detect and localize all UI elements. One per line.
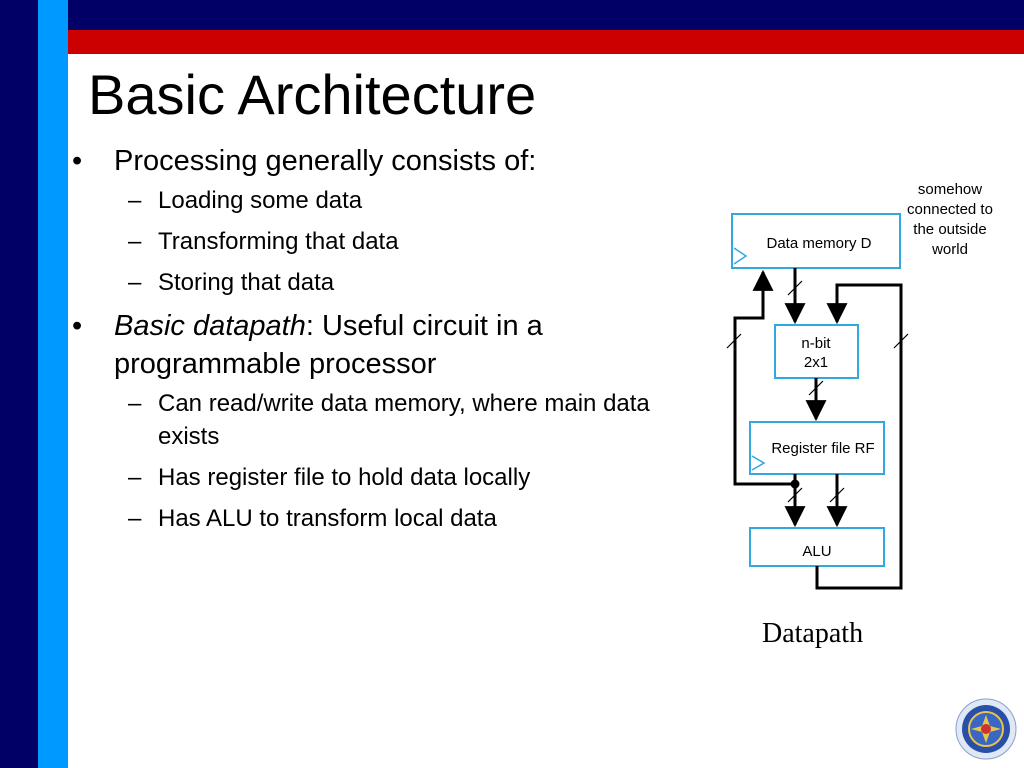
wire-alu-to-mux <box>815 283 903 590</box>
bullet-item: • Processing generally consists of: <box>72 142 692 180</box>
mux-label-line2: 2x1 <box>804 354 828 371</box>
bus-width-marks <box>726 280 909 503</box>
register-file-box <box>749 421 885 475</box>
sub-bullet-mark: – <box>128 464 142 491</box>
sub-bullet-item: – Has register file to hold data locally <box>72 461 692 494</box>
bus-slash-mark <box>787 487 803 503</box>
sub-bullet-text: Transforming that data <box>158 228 399 255</box>
bullet-mark: • <box>72 310 83 342</box>
sub-bullet-text: Can read/write data memory, where main d… <box>158 390 650 450</box>
sub-bullet-mark: – <box>128 228 142 255</box>
datapath-wires <box>733 268 903 590</box>
sub-bullet-text: Storing that data <box>158 269 335 296</box>
register-file-label: Register file RF <box>771 440 874 457</box>
data-memory-clock-icon <box>733 247 748 265</box>
sub-bullet-item: – Transforming that data <box>72 225 692 258</box>
sub-bullet-item: – Has ALU to transform local data <box>72 502 692 535</box>
bullet-text: : Useful circuit in a programmable proce… <box>114 310 543 380</box>
top-navy-band <box>0 0 1024 30</box>
sub-bullet-mark: – <box>128 390 142 417</box>
bullet-mark: • <box>72 145 83 177</box>
seal-logo <box>955 698 1017 760</box>
bullet-list: • Processing generally consists of: – Lo… <box>72 142 692 543</box>
register-file-clock-icon <box>751 455 766 471</box>
bullet-italic-term: Basic datapath <box>114 310 306 342</box>
bullet-text: Processing generally consists of: <box>114 145 537 177</box>
bus-slash-mark <box>808 380 824 396</box>
slide-title: Basic Architecture <box>88 63 537 126</box>
sub-bullet-mark: – <box>128 269 142 296</box>
bus-slash-mark <box>726 333 742 349</box>
alu-box <box>749 527 885 567</box>
alu-label: ALU <box>802 543 831 560</box>
data-memory-box <box>731 213 901 269</box>
bus-slash-mark <box>829 487 845 503</box>
sub-bullet-item: – Loading some data <box>72 184 692 217</box>
left-cyan-stripe <box>38 0 68 768</box>
outside-world-note: somehow connected to the outside world <box>907 181 993 258</box>
data-memory-label: Data memory D <box>766 235 871 252</box>
left-navy-stripe <box>0 0 38 768</box>
sub-bullet-text: Has ALU to transform local data <box>158 505 497 532</box>
bus-slash-mark <box>893 333 909 349</box>
bullet-item: • Basic datapath: Useful circuit in a pr… <box>72 307 692 383</box>
sub-bullet-item: – Storing that data <box>72 266 692 299</box>
sub-bullet-item: – Can read/write data memory, where main… <box>72 387 692 453</box>
top-red-band <box>0 30 1024 54</box>
wire-register-file-to-memory <box>733 269 795 486</box>
sub-bullet-mark: – <box>128 505 142 532</box>
wire-junction <box>790 479 800 489</box>
sub-bullet-text: Loading some data <box>158 187 363 214</box>
sub-bullet-text: Has register file to hold data locally <box>158 464 531 491</box>
bus-slash-mark <box>787 280 803 296</box>
mux-label-line1: n-bit <box>801 335 831 352</box>
sub-bullet-mark: – <box>128 187 142 214</box>
diagram-caption: Datapath <box>762 618 864 649</box>
